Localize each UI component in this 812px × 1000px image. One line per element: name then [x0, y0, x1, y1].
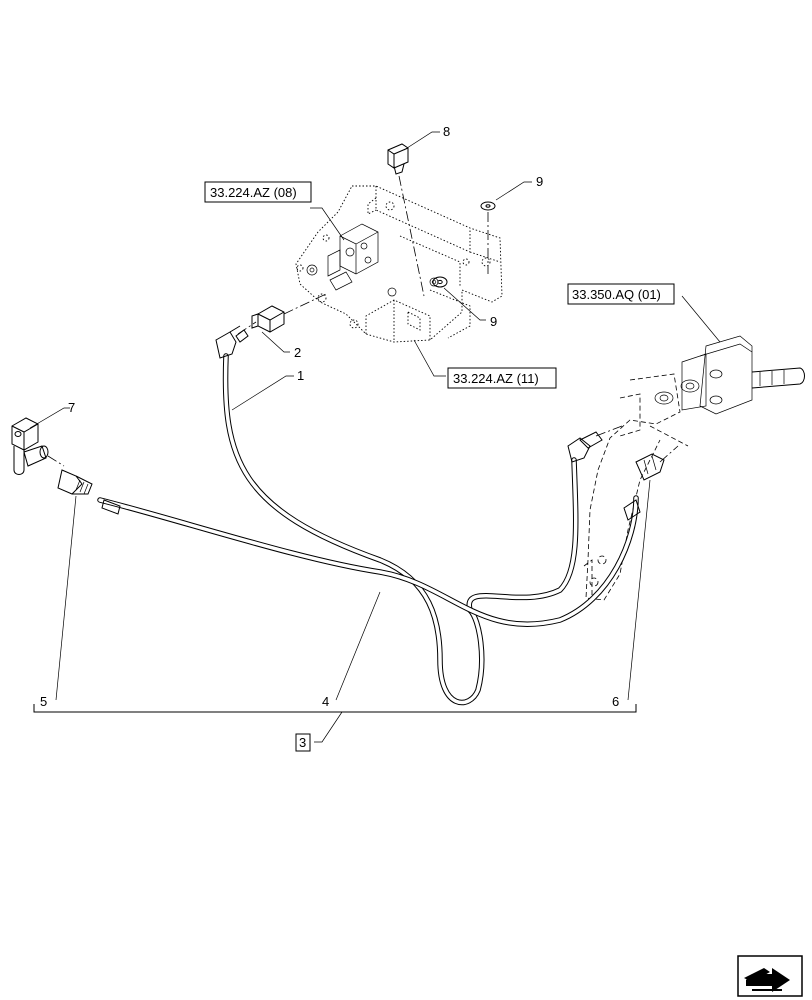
fitting-part-6 [567, 425, 679, 521]
control-valve-assembly [583, 335, 805, 601]
callout-3: 3 [299, 735, 306, 750]
callout-labels: 8 9 9 2 1 7 5 4 6 3 [40, 124, 619, 752]
callout-9-top: 9 [536, 174, 543, 189]
reference-text-bracket-11: 33.224.AZ (11) [453, 371, 539, 386]
callout-5: 5 [40, 694, 47, 709]
tee-fitting-part-7 [11, 417, 65, 475]
washer-part-9-top [480, 201, 496, 274]
fitting-part-5 [57, 469, 121, 515]
callout-8: 8 [443, 124, 450, 139]
previous-page-arrow-icon[interactable] [737, 955, 803, 997]
adapter-fitting-part-2 [237, 293, 327, 335]
callout-9-bottom: 9 [490, 314, 497, 329]
reference-text-valve-01: 33.350.AQ (01) [572, 287, 661, 302]
hose-part-1 [215, 325, 579, 706]
callout-7: 7 [68, 400, 75, 415]
callout-1: 1 [297, 368, 304, 383]
reference-text-bracket-08: 33.224.AZ (08) [210, 185, 297, 200]
callout-2: 2 [294, 345, 301, 360]
washer-part-9-bottom [432, 276, 448, 288]
reference-box-bracket-08 [204, 181, 312, 203]
leader-lines [29, 131, 721, 743]
reference-boxes: 33.224.AZ (08) 33.224.AZ (11) 33.350.AQ … [204, 181, 675, 389]
callout-6: 6 [612, 694, 619, 709]
callout-3-box [295, 733, 311, 752]
callout-4: 4 [322, 694, 329, 709]
mounting-bracket-assembly [295, 185, 503, 343]
bolt-part-8 [387, 143, 425, 297]
hose-part-4 [97, 495, 639, 627]
reference-box-valve-01 [567, 283, 675, 305]
reference-box-bracket-11 [447, 367, 557, 389]
